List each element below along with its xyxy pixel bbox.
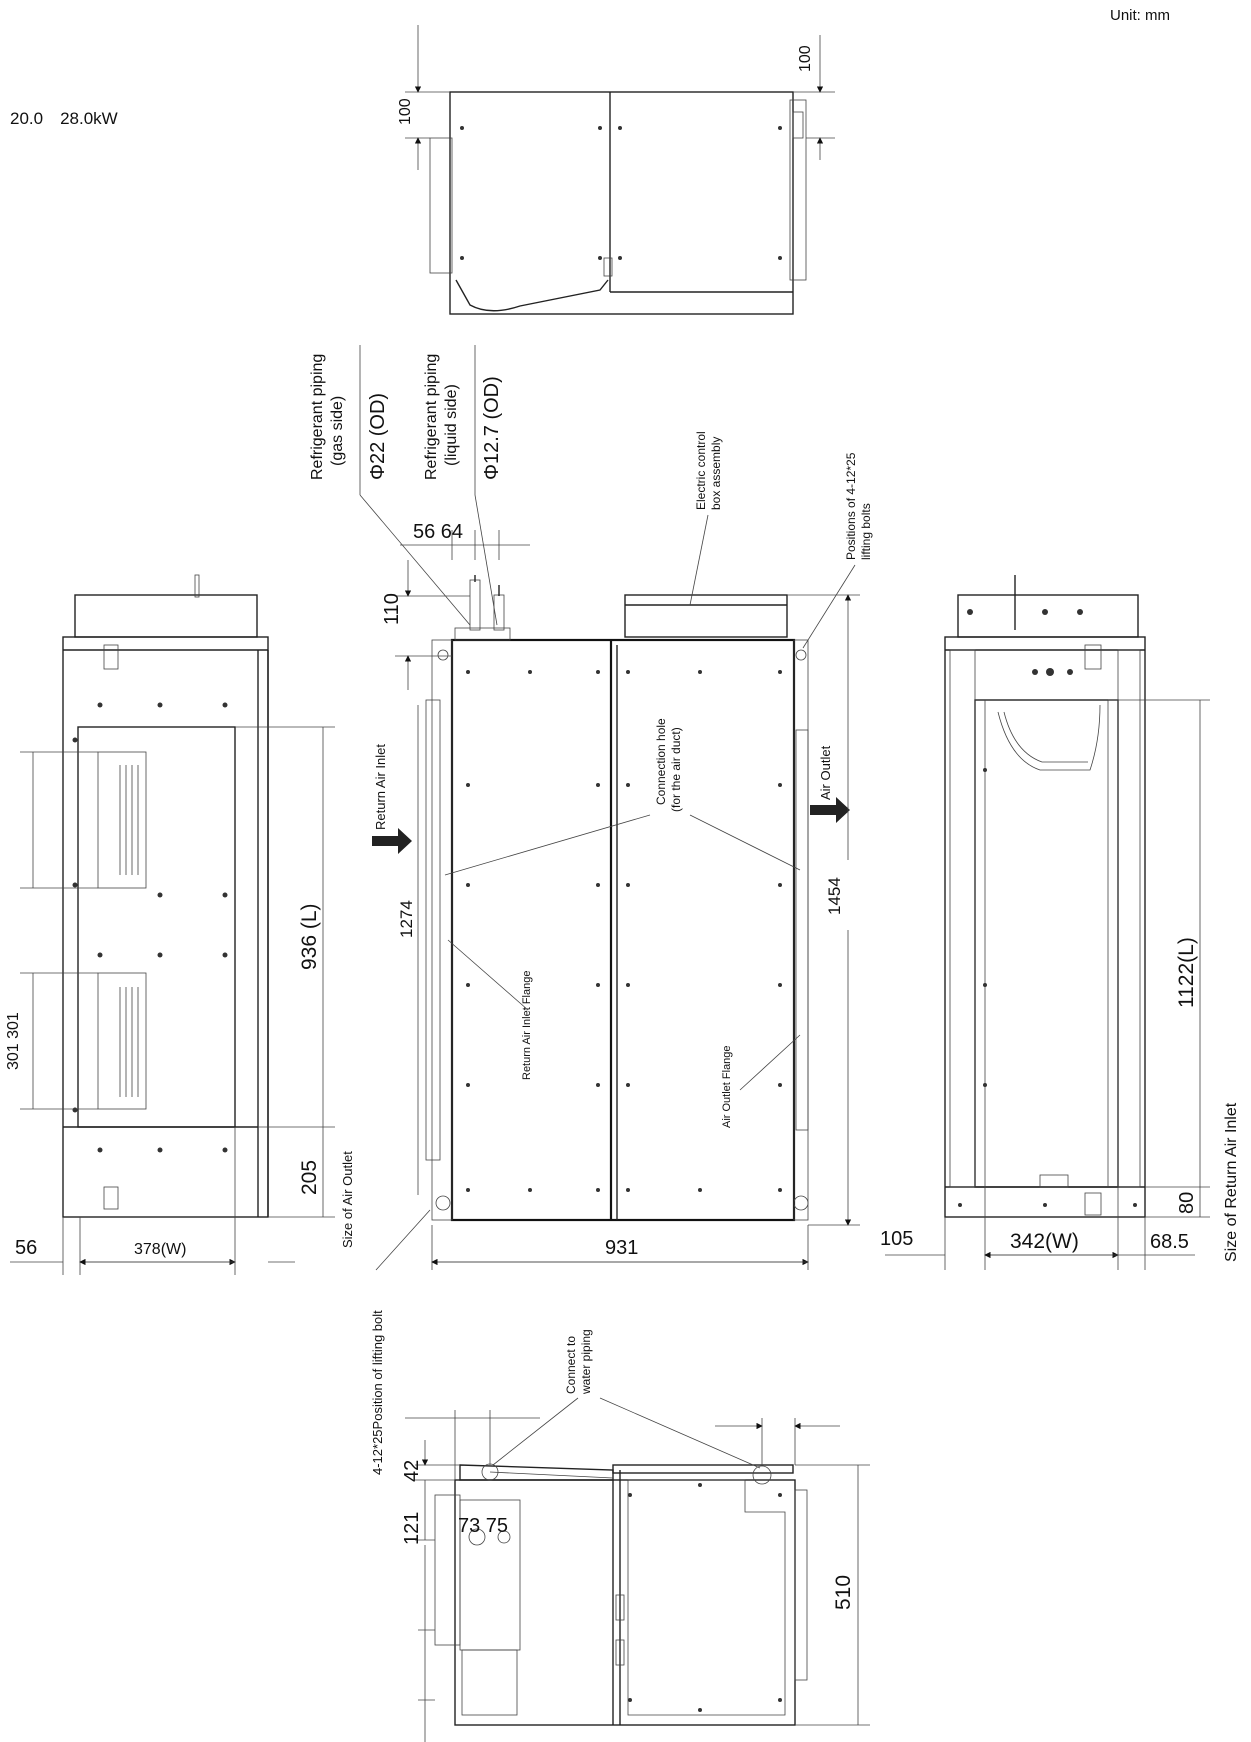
front-view: Refrigerant piping (gas side) Φ22 (OD) R… [309,345,873,1475]
dim-121: 121 [401,1512,423,1545]
right-view: 1122(L) 80 Size of Return Air Inlet 105 … [880,575,1240,1270]
dim-73-75: 73 75 [458,1515,508,1537]
top-dim-right: 100 [797,45,814,72]
connect-label-2: water piping [579,1329,593,1395]
dim-378: 378(W) [134,1241,186,1258]
gas-size: Φ22 (OD) [367,393,389,480]
capacity-label: 20.0 28.0kW [10,109,118,128]
connect-label-1: Connect to [564,1336,578,1394]
dim-1454: 1454 [825,877,844,915]
bottom-view: 73 75 Connect to water piping 42 121 510 [401,1329,870,1742]
outlet-flange-label: Air Outlet Flange [721,1045,733,1128]
liquid-label-1: Refrigerant piping [423,354,440,480]
connection-label-1: Connection hole [654,718,668,805]
dim-105: 105 [880,1228,913,1250]
dim-68-5: 68.5 [1150,1231,1189,1253]
dim-931: 931 [605,1237,638,1259]
dim-342: 342(W) [1010,1230,1079,1253]
liquid-label-2: (liquid side) [443,384,460,466]
dim-936: 936 (L) [298,903,321,970]
dim-1274: 1274 [397,900,416,938]
unit-label: Unit: mm [1110,7,1170,24]
top-view: 100 100 [397,25,835,315]
dim-110: 110 [381,593,403,625]
top-dim-left: 100 [397,98,414,125]
connection-label-2: (for the air duct) [669,727,683,812]
dim-510: 510 [832,1575,855,1610]
air-outlet-label: Air Outlet [818,745,833,800]
dim-42: 42 [401,1460,423,1482]
gas-label-1: Refrigerant piping [309,354,326,480]
dim-56: 56 [15,1237,37,1259]
return-flange-label: Return Air Inlet Flange [521,971,533,1080]
electric-label-2: box assembly [709,437,723,510]
bolts-label-1: Positions of 4-12*25 [844,452,858,560]
dim-301: 301 301 [5,1012,22,1070]
return-air-inlet-label: Return Air Inlet [373,744,388,830]
size-return-air-inlet: Size of Return Air Inlet [1223,1102,1240,1262]
return-air-arrow-icon [372,828,412,854]
left-view: 936 (L) 301 301 205 Size of Air Outlet 5… [5,574,355,1275]
air-outlet-arrow-icon [810,797,850,823]
size-air-outlet: Size of Air Outlet [340,1151,355,1248]
dim-80: 80 [1176,1192,1198,1214]
bolts-label-2: lifting bolts [859,503,873,560]
dim-1122: 1122(L) [1175,937,1198,1008]
liquid-size: Φ12.7 (OD) [481,376,503,480]
gas-label-2: (gas side) [329,396,346,466]
dim-56-64: 56 64 [413,521,463,543]
electric-label-1: Electric control [694,431,708,510]
dim-205: 205 [298,1160,321,1195]
lifting-bolt-label: 4-12*25Position of lifting bolt [370,1310,385,1475]
